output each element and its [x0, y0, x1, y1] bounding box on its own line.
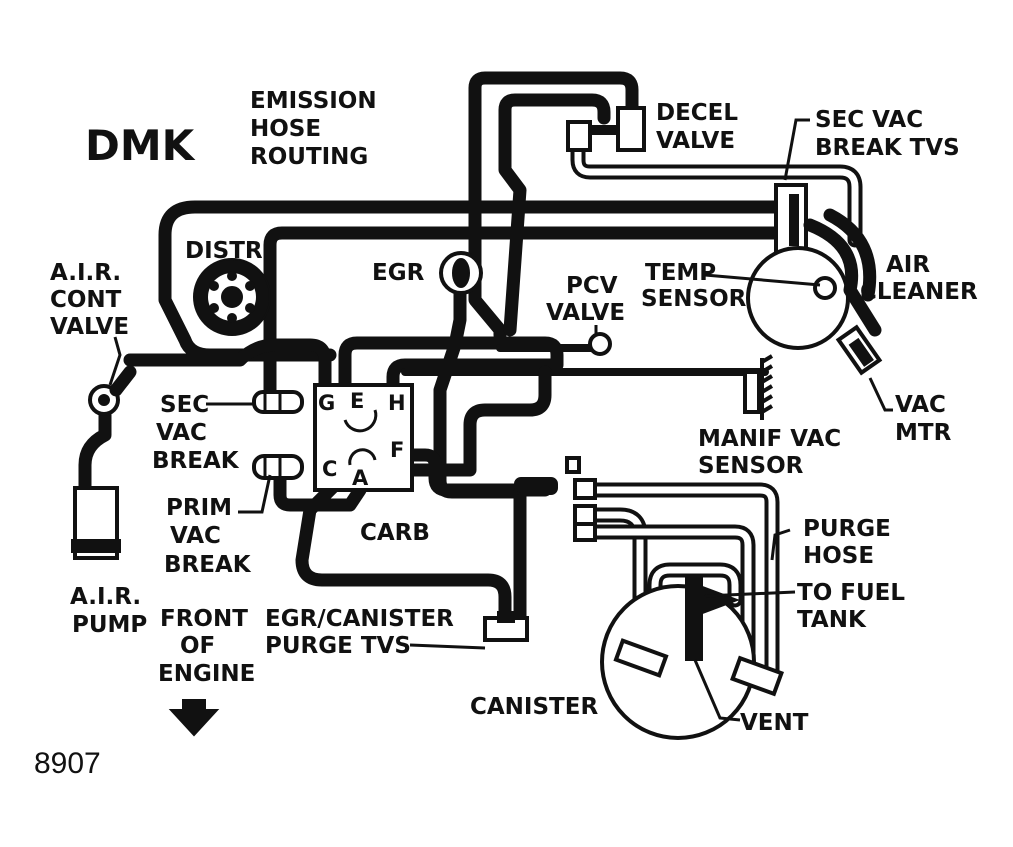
air-cont-valve-label-3: VALVE: [50, 314, 129, 340]
decel-valve-hose-inner: [498, 93, 611, 337]
front-of-engine-label-1: FRONT: [160, 606, 248, 632]
egr-label: EGR: [372, 260, 425, 286]
title-line-3: ROUTING: [250, 144, 368, 170]
temp-sensor-label-2: SENSOR: [641, 286, 747, 312]
decel-valve: [566, 106, 646, 152]
carb-port-c: C: [322, 457, 337, 481]
egr-canister-purge-tvs: [483, 611, 529, 642]
egr-valve-icon: [439, 251, 483, 295]
distr-label: DISTR: [185, 238, 263, 264]
prim-vac-break-label-3: BREAK: [164, 552, 252, 578]
egr-canister-purge-tvs-label-2: PURGE TVS: [265, 633, 411, 659]
distributor-cap-icon: [193, 258, 271, 336]
air-pump-hose: [78, 408, 112, 497]
canister-label: CANISTER: [470, 694, 598, 720]
carb-port-a: A: [352, 466, 369, 490]
vac-mtr-label-2: MTR: [895, 420, 952, 446]
temp-sensor: [813, 276, 837, 300]
sec-vac-break-actuator: [252, 390, 304, 414]
manif-vac-sensor-label-1: MANIF VAC: [698, 426, 841, 452]
egr-canister-tvs-hose: [295, 478, 512, 632]
carb-purge-hose: [405, 365, 552, 477]
purge-hose-label-1: PURGE: [803, 516, 891, 542]
carburetor: G E H F C A: [313, 383, 414, 492]
prim-vac-break-label-2: VAC: [170, 523, 221, 549]
air-cleaner-hose-lower: [263, 226, 792, 402]
temp-sensor-label-1: TEMP: [645, 260, 716, 286]
carb-port-g: G: [318, 391, 335, 415]
to-fuel-tank-label-1: TO FUEL: [797, 580, 905, 606]
down-arrow-icon: [168, 699, 220, 737]
carb-port-e: E: [350, 389, 364, 413]
sec-vac-break-label-2: VAC: [156, 420, 207, 446]
title-line-2: HOSE: [250, 116, 321, 142]
air-cont-valve-hose: [123, 338, 332, 402]
air-pump: [71, 486, 121, 560]
figure-id: 8907: [34, 747, 101, 780]
to-fuel-tank-label-2: TANK: [797, 607, 867, 633]
vac-motor: [835, 324, 883, 376]
pcv-valve-label-1: PCV: [566, 273, 618, 299]
prim-vac-break-actuator: [252, 454, 304, 480]
decel-valve-hose-outer: [468, 71, 639, 342]
air-cont-valve-label-2: CONT: [50, 287, 122, 313]
prim-vac-break-hose: [273, 463, 367, 512]
decel-valve-label-2: VALVE: [656, 128, 735, 154]
sec-vac-break-tvs-label-2: BREAK TVS: [815, 135, 960, 161]
title-line-1: EMISSION: [250, 88, 377, 114]
canister: [600, 577, 784, 740]
model-code: DMK: [85, 121, 196, 170]
vac-mtr-label-1: VAC: [895, 392, 946, 418]
leader-lines: [108, 118, 893, 722]
air-cont-valve-label-1: A.I.R.: [50, 260, 121, 286]
manif-vac-sensor-label-2: SENSOR: [698, 453, 804, 479]
prim-vac-break-label-1: PRIM: [166, 495, 232, 521]
hose-network: [78, 71, 863, 688]
air-pump-label-1: A.I.R.: [70, 584, 141, 610]
decel-valve-label-1: DECEL: [656, 100, 738, 126]
egr-canister-purge-tvs-label-1: EGR/CANISTER: [265, 606, 454, 632]
sec-vac-break-tvs: [774, 183, 808, 257]
sec-vac-break-tvs-label-1: SEC VAC: [815, 107, 923, 133]
carb-label: CARB: [360, 520, 430, 546]
manif-vac-sensor: [743, 354, 774, 420]
air-cleaner-label-1: AIR: [886, 252, 930, 278]
air-cont-valve: [88, 365, 137, 416]
carb-port-f: F: [390, 438, 404, 462]
canister-connectors: [514, 456, 597, 542]
sec-vac-break-label-1: SEC: [160, 392, 209, 418]
carb-port-h: H: [388, 391, 406, 415]
air-pump-label-2: PUMP: [72, 612, 147, 638]
front-of-engine-label-2: OF: [180, 633, 215, 659]
air-cleaner-label-2: CLEANER: [860, 279, 978, 305]
purge-hose-label-2: HOSE: [803, 543, 874, 569]
sec-vac-break-label-3: BREAK: [152, 448, 240, 474]
front-of-engine-label-3: ENGINE: [158, 661, 255, 687]
pcv-valve: [588, 332, 612, 356]
pcv-valve-label-2: VALVE: [546, 300, 625, 326]
air-cleaner: [746, 208, 883, 376]
vent-label: VENT: [740, 710, 809, 736]
